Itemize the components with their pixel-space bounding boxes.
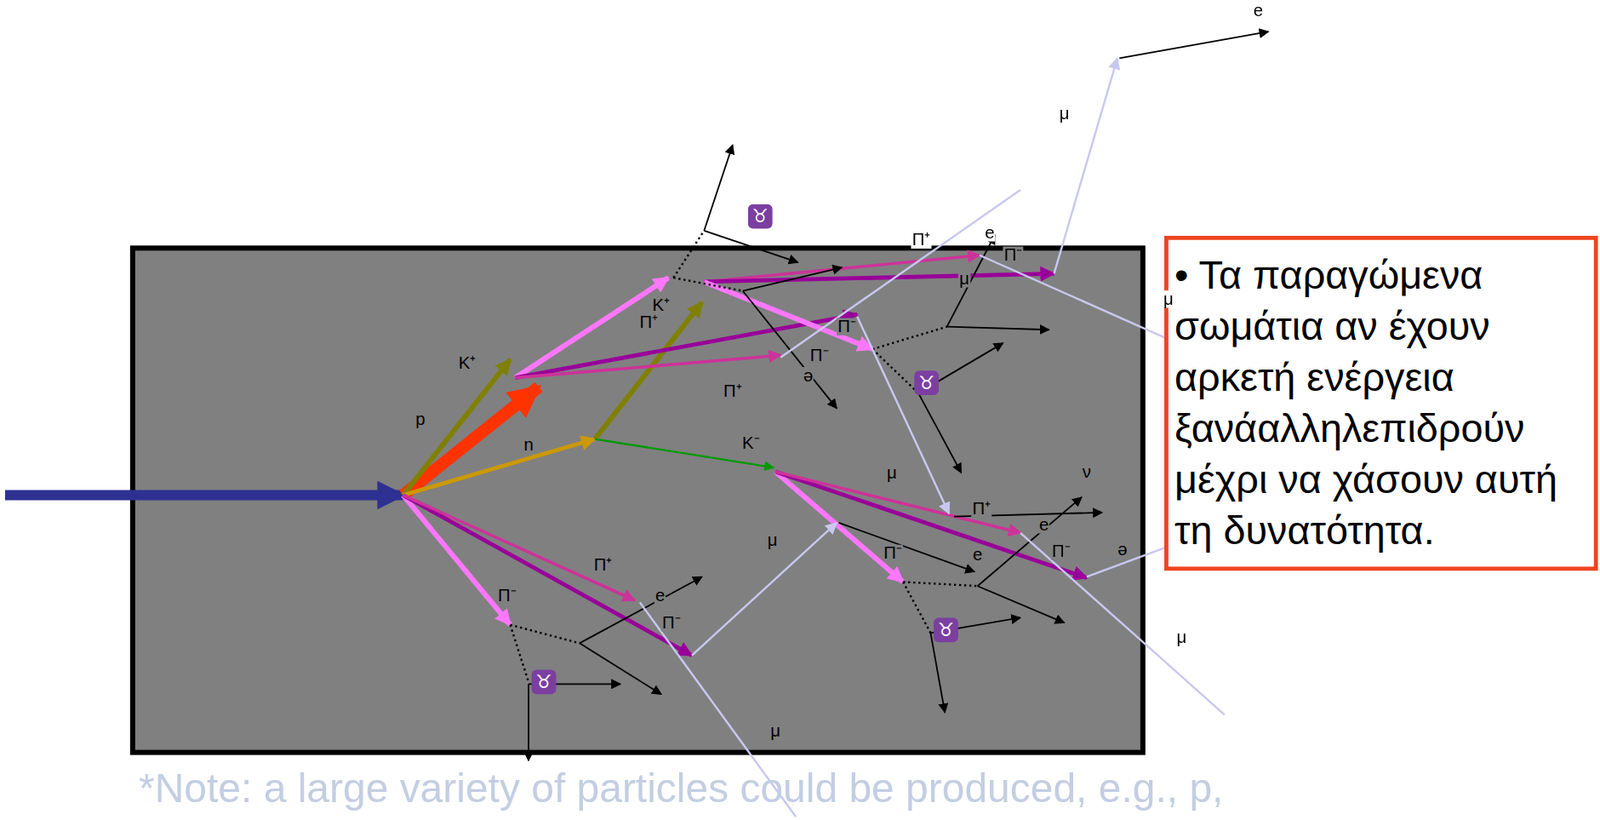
particle-track [403,359,511,495]
callout-box: • Τα παραγώμενα σωμάτια αν έχουν αρκετή … [1164,235,1599,571]
particle-label: μ [1175,628,1188,646]
muon-track [691,522,837,656]
secondary-track [930,632,945,713]
muon-track [1054,57,1118,274]
particle-track [775,471,1021,533]
particle-label: Π⁻ [497,586,518,604]
particle-label: μ [766,531,779,549]
muon-track [857,316,949,514]
particle-label: e [1038,515,1051,533]
particle-label: K⁺ [457,354,478,372]
particle-icon: ♉ [914,370,939,395]
secondary-track [579,642,662,694]
particle-label: K⁺ [651,296,671,314]
particle-label: e [654,586,667,604]
particle-track [403,495,635,600]
secondary-track [703,144,733,231]
callout-text: • Τα παραγώμενα σωμάτια αν έχουν αρκετή … [1174,250,1589,557]
secondary-track [947,234,995,327]
particle-label: Π⁻ [661,613,682,631]
decay-dotted [872,326,948,349]
particle-track [775,471,1087,578]
particle-label: μ [1057,104,1070,122]
beam-track [5,490,404,501]
particle-icon: ♉ [748,204,773,229]
muon-track [780,189,1021,358]
particle-track [403,439,595,496]
particle-label: Π⁻ [882,544,903,562]
particle-label: Π⁺ [638,314,659,332]
decay-dotted [902,581,978,586]
particle-label: μ [885,463,898,481]
particle-label: μ [1162,290,1175,308]
particle-label: Π⁺ [911,231,932,249]
secondary-track [527,683,530,760]
particle-label: n [522,436,535,454]
particle-label: μ [958,269,971,287]
particle-label: e [983,223,996,241]
decay-dotted [872,348,919,394]
particle-label: Π⁺ [592,555,613,573]
decay-dotted [509,624,529,682]
decay-dotted [902,581,931,633]
secondary-track [977,585,1065,623]
particle-icon: ♉ [933,617,959,642]
particle-label: p [414,411,427,429]
particle-label: Π⁺ [722,382,743,400]
decay-dotted [673,230,704,278]
detector-block [132,247,1143,752]
particle-track [403,495,511,625]
particle-label: Π⁻ [1051,542,1072,560]
secondary-track [742,267,842,292]
particle-label: e [971,545,984,563]
secondary-track [947,326,1050,331]
particle-label: K⁻ [741,434,761,452]
secondary-track [579,576,703,643]
particle-track [703,281,873,349]
particle-label: ν [1081,462,1093,480]
decay-dotted [673,277,743,292]
particle-label: Π⁻ [836,317,858,335]
particle-label: ə [802,366,815,384]
secondary-track [839,522,975,572]
particle-label: Π⁻ [809,346,830,364]
footnote: *Note: a large variety of particles coul… [137,767,1225,809]
particle-track [403,495,692,656]
particle-track [403,386,539,495]
secondary-track [703,230,798,263]
particle-track [703,273,1054,282]
particle-icon: ♉ [531,669,557,695]
particle-label: ə [1116,540,1129,558]
particle-label: Π⁺ [971,499,992,517]
decay-dotted [509,624,580,644]
secondary-track [1119,31,1269,58]
particle-label: Π⁻ [1002,246,1023,264]
particle-track [514,354,781,378]
particle-label: μ [769,721,782,739]
particle-label: e [1251,1,1264,19]
